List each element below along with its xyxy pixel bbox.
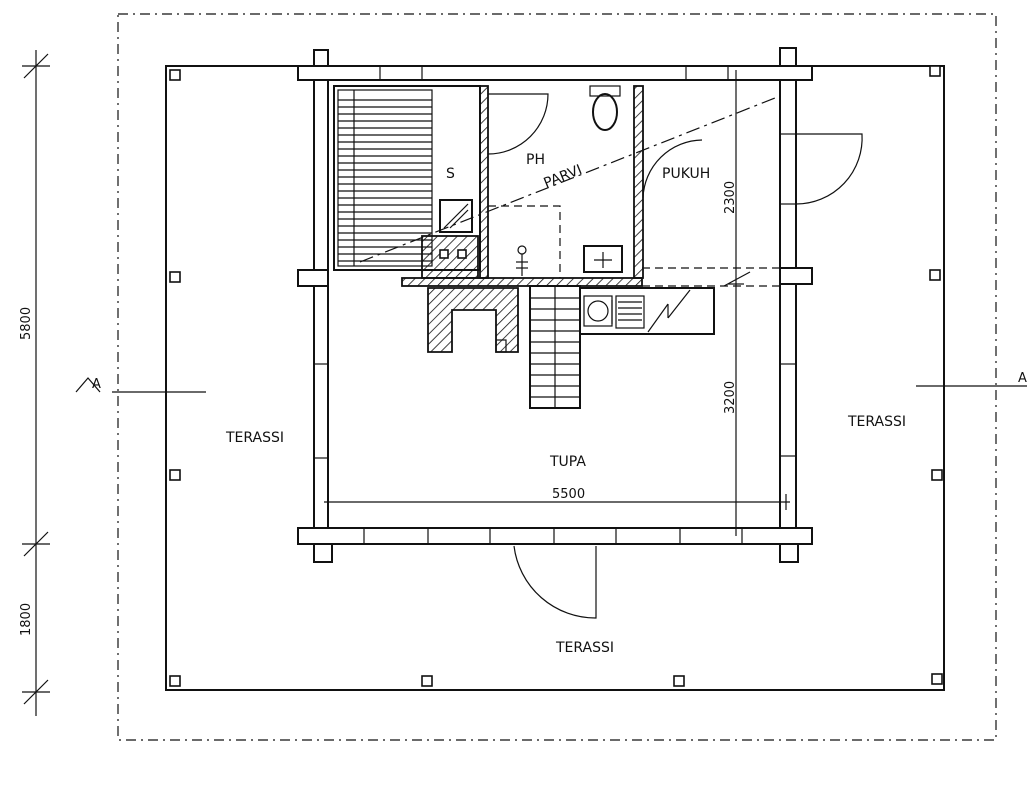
sauna-bench-slats [338, 99, 432, 262]
kitchen-counter [579, 267, 780, 335]
sauna-stove [439, 199, 473, 233]
plot-boundary [117, 13, 997, 741]
fireplace [427, 287, 519, 353]
dimension-label-porch-depth: 1800 [19, 603, 34, 636]
dimension-label-lower-depth: 3200 [723, 381, 738, 414]
section-label-right: A [1018, 371, 1027, 386]
section-label-left: A [92, 377, 101, 392]
room-label-living: TUPA [549, 454, 586, 470]
dimension-label-upper-depth: 2300 [723, 181, 738, 214]
dimension-label-overall-depth: 5800 [19, 307, 34, 340]
room-label-terrace-right: TERASSI [847, 414, 906, 430]
dimension-label-width: 5500 [552, 487, 585, 502]
room-label-terrace-left: TERASSI [225, 430, 284, 446]
dimension-lines [22, 50, 790, 716]
wall-right [779, 79, 813, 529]
room-label-loft: PARVI [542, 162, 585, 192]
room-label-terrace-bottom: TERASSI [555, 640, 614, 656]
loft-edge-line [359, 95, 781, 263]
door-swings [487, 93, 863, 619]
stair-steps [530, 297, 580, 398]
room-label-dressing: PUKUH [662, 166, 710, 182]
terrace-posts [169, 65, 943, 687]
room-label-sauna: S [446, 166, 455, 182]
wall-top [297, 47, 813, 81]
room-label-washroom: PH [526, 152, 545, 168]
washroom-fixtures [488, 85, 623, 278]
section-line [75, 377, 1027, 393]
wall-bottom [297, 527, 813, 563]
wall-left [297, 79, 329, 529]
interior-walls [401, 85, 644, 287]
staircase [529, 285, 581, 409]
